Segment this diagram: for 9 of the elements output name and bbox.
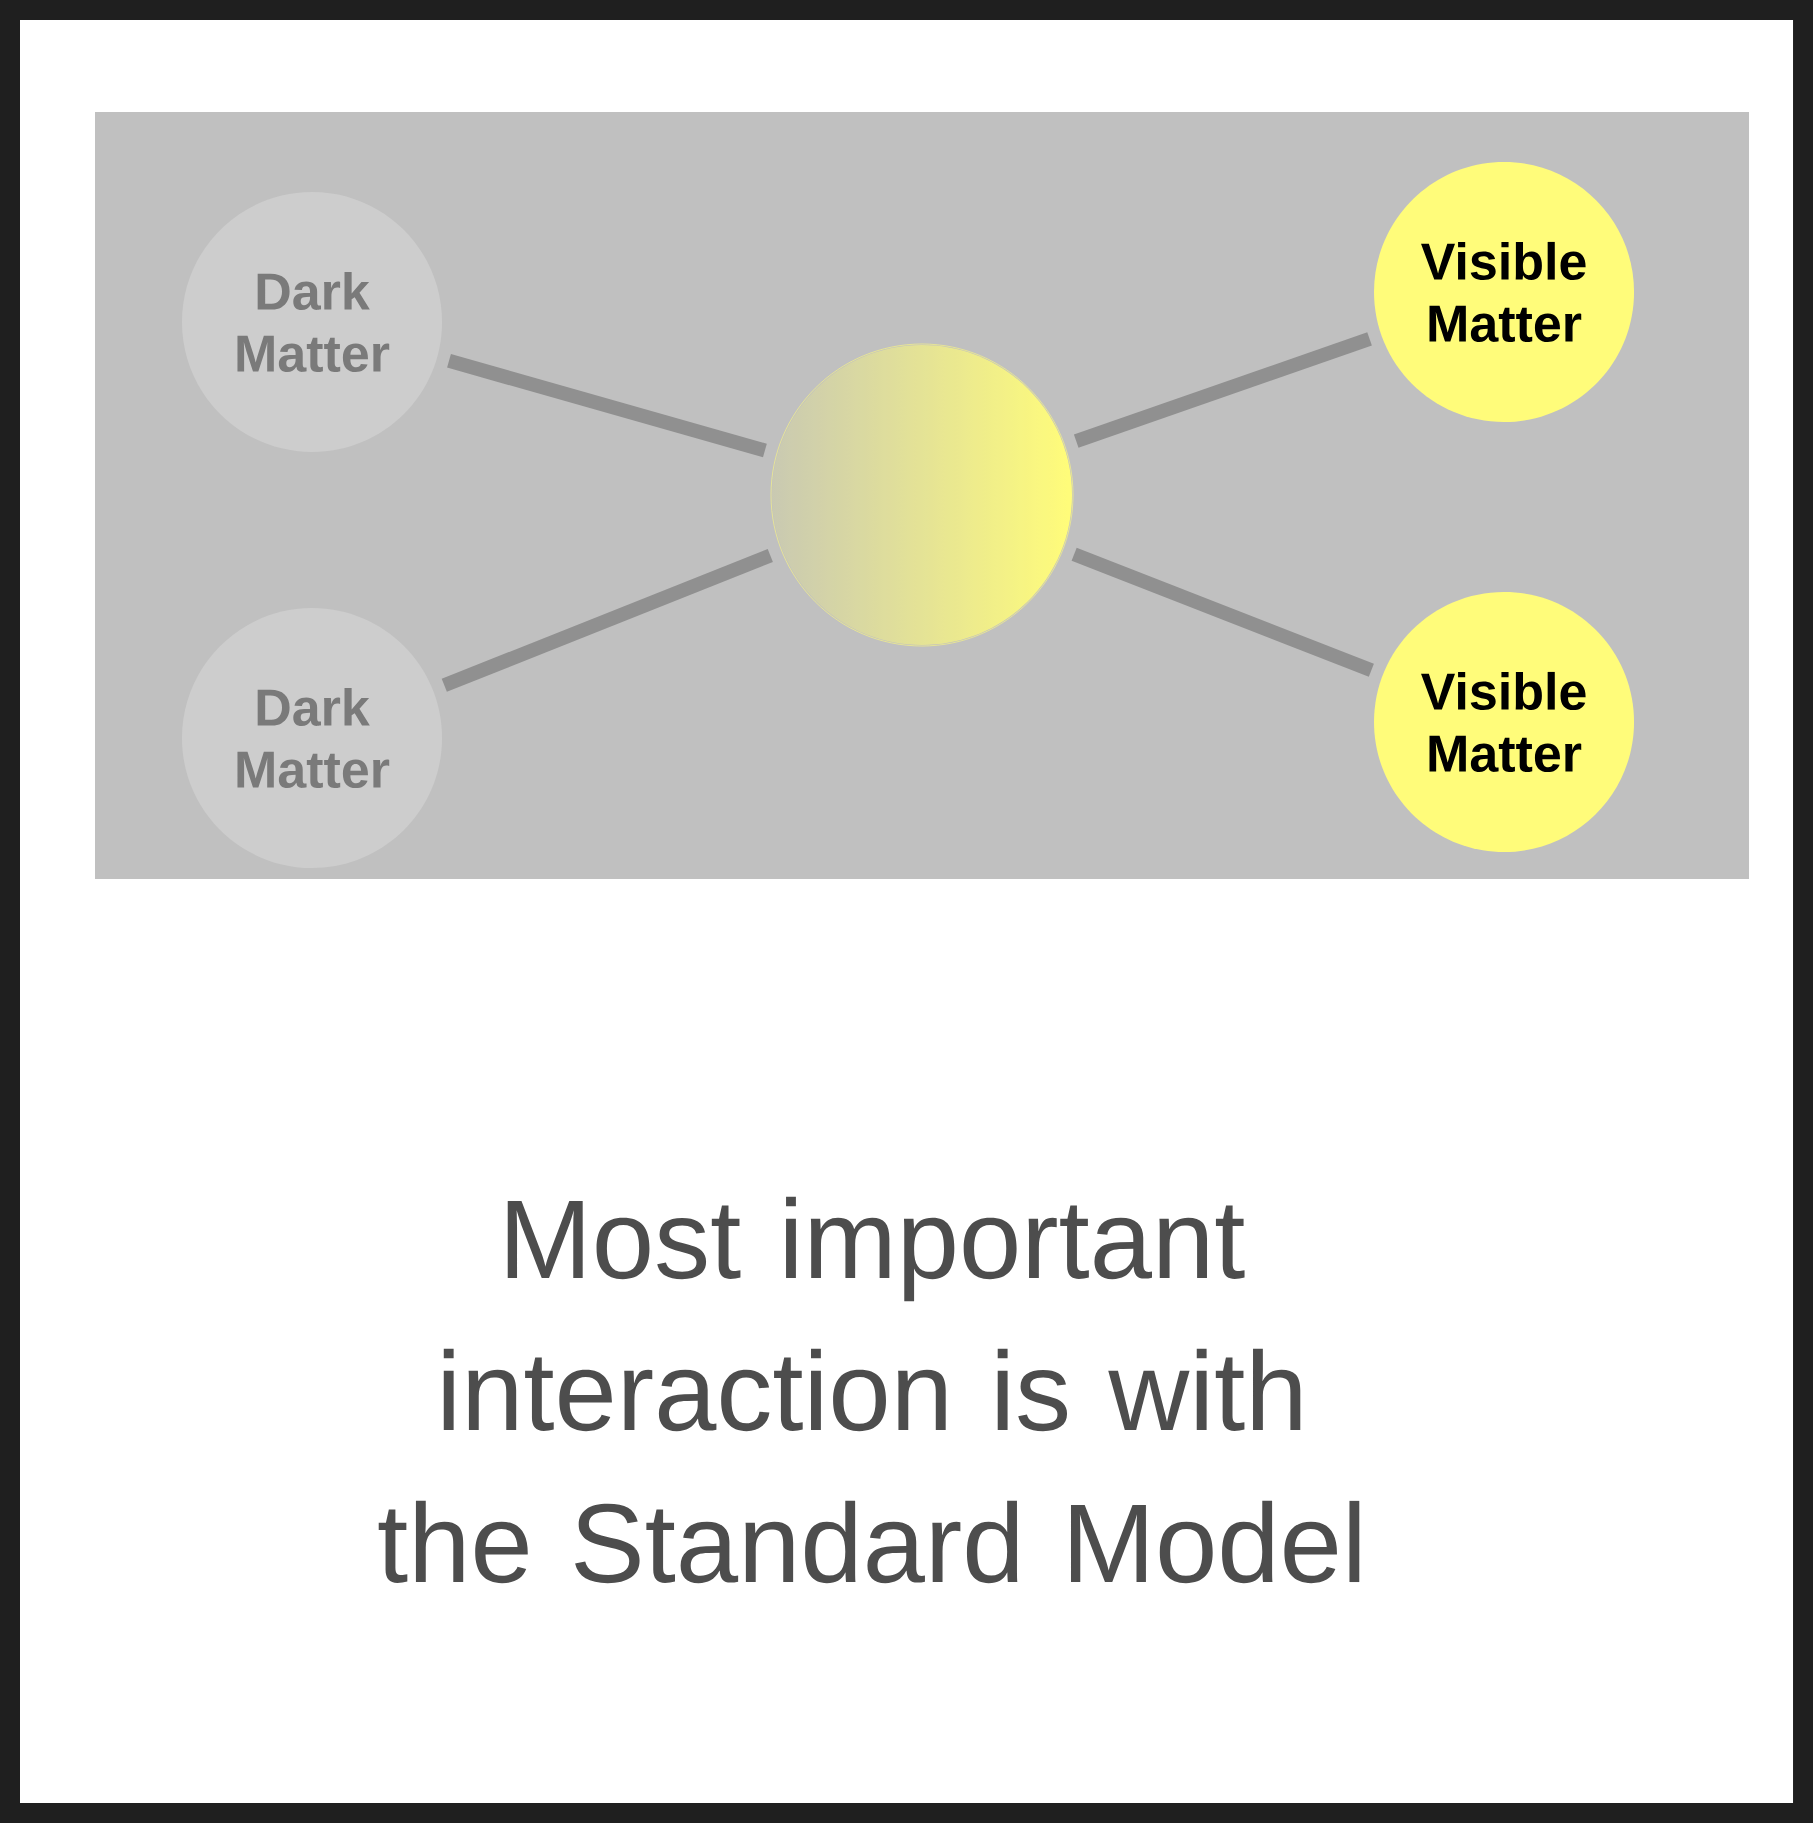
connector-line: [441, 548, 773, 692]
circle-node: Dark Matter: [182, 192, 442, 452]
connector-line: [1073, 332, 1372, 448]
circle-node: Visible Matter: [1374, 592, 1634, 852]
circle-node: Dark Matter: [182, 608, 442, 868]
connector-line: [1071, 547, 1374, 677]
circle-node: Visible Matter: [1374, 162, 1634, 422]
caption: Most important interaction is with the Standard Model: [378, 1196, 1360, 1584]
connector-line: [447, 354, 767, 458]
